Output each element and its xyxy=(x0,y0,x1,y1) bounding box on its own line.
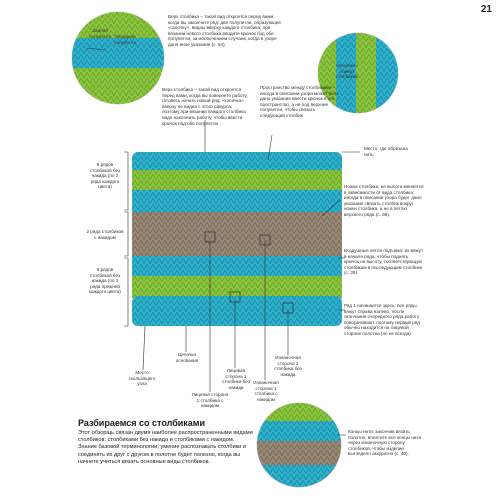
label-back-dc: Изнаночная сторона 1 столбика с накидом xyxy=(253,380,279,402)
circle-stitch-top xyxy=(71,11,165,105)
label-rows6-top: 6 рядов столбиков без накида (по 2 ряда … xyxy=(89,162,121,190)
label-front-sc: Лицевая сторона 1 столбика без накида xyxy=(222,368,250,390)
label-chain-top: «Косичка» поверх столбиков xyxy=(335,63,359,80)
page-number: 21 xyxy=(480,4,492,15)
label-rows6-bottom: 6 рядов столбиков без накида (по 2 ряда … xyxy=(89,267,121,295)
label-cut-place: Место, где обрезана нить xyxy=(364,146,408,157)
note-turned-work: Верх столбика – такой вид откроется пере… xyxy=(162,87,248,126)
section-body: Этот обзорщь связан двумя наиболее распр… xyxy=(78,430,253,465)
section-heading: Разбираемся со столбиками xyxy=(78,418,205,428)
label-yarn-ends: Концы нити: закончив вязать полотно, впл… xyxy=(348,429,422,457)
label-slip-knot: Место скользящего узла xyxy=(128,370,156,387)
note-stitch-top: Верх столбика – такой вид откроется пере… xyxy=(168,14,281,47)
label-stitch-leg: Ножка столбика: ее высота меняется в зав… xyxy=(344,184,424,217)
label-foundation-chain: Цепочка основания xyxy=(175,352,199,363)
label-row1: Ряд 1 начинается здесь: все ряды вяжут с… xyxy=(344,303,420,336)
label-back-loop: Задняя полупетля xyxy=(89,28,111,39)
main-swatch xyxy=(132,152,342,326)
circle-yarn-ends xyxy=(256,402,342,488)
note-space-between: Пространство между столбиками – иногда в… xyxy=(260,85,339,118)
label-rows2: 2 ряда столбиков с накидом xyxy=(86,229,124,240)
label-front-dc: Лицевая сторона 1 столбика с накидом xyxy=(191,392,229,409)
label-air-lift: Воздушные петли подъема: их вяжут в нача… xyxy=(344,248,424,276)
label-front-loop: Передняя полупетля xyxy=(114,34,136,45)
label-back-sc: Изнаночная сторона 1 столбика без накида xyxy=(274,355,302,377)
